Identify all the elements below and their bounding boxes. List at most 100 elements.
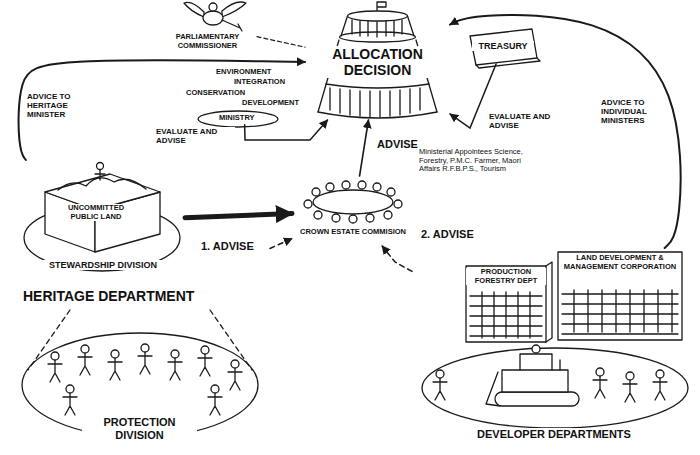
ministry-diagram: ENVIRONMENTINTEGRATIONCONSERVATIONDEVELO… [185, 68, 303, 125]
bulldozer-body [502, 370, 568, 392]
division-circle [422, 348, 688, 428]
commission-members [304, 181, 402, 223]
member-head [387, 188, 395, 196]
node-label: Ministerial Appointees Science, Forestry… [418, 148, 530, 174]
building-ring [326, 84, 429, 88]
person-head [81, 345, 89, 353]
building-columns [352, 20, 402, 37]
people-heads [51, 344, 239, 393]
person-head [436, 370, 444, 378]
driver-head [532, 345, 540, 353]
office-building: PRODUCTION FORESTRY DEPT [462, 262, 550, 342]
bulldozer-cab [520, 354, 560, 370]
member-head [358, 181, 366, 189]
member-head [312, 188, 320, 196]
beehive-building [318, 2, 437, 118]
node-label: INTEGRATION [233, 78, 286, 87]
person-head [211, 385, 219, 393]
node-label: CONSERVATION [185, 89, 246, 98]
member-head [332, 214, 340, 222]
angel-figure [184, 2, 246, 31]
member-head [326, 183, 334, 191]
connector-arrow [450, 15, 681, 248]
edge-label: ADVISE [376, 138, 419, 151]
building-windows [562, 290, 678, 334]
connector-arrow [185, 213, 292, 217]
connector-arrow [19, 60, 305, 160]
department-region: DEVELOPER DEPARTMENTS PRODUCTION FORESTRY… [412, 248, 696, 452]
node-label: DEVELOPMENT [241, 99, 300, 108]
member-head [373, 183, 381, 191]
node-label: TREASURY [472, 41, 534, 51]
edge-label: ADVICE TO HERITAGE MINISTER [26, 92, 96, 120]
node-label: ALLOCATION DECISION [323, 46, 433, 78]
office-building: LAND DEVELOPMENT & MANAGEMENT CORPORATIO… [554, 248, 686, 340]
person-head [66, 385, 74, 393]
bulldozer-blade [486, 372, 500, 406]
commissioner-figure: PARLIAMENTARY COMMISSIONER [160, 0, 257, 52]
connector-arrow [257, 37, 305, 47]
person-head [171, 350, 179, 358]
building-roof [348, 11, 408, 21]
member-head [349, 215, 357, 223]
node-label: UNCOMMITTED PUBLIC LAND [60, 204, 132, 221]
bulldozer-track [495, 392, 579, 406]
treasury-papers: TREASURY [468, 30, 538, 64]
ministry-ellipse [198, 111, 278, 127]
member-head [366, 214, 374, 222]
person-head [596, 368, 604, 376]
building-wall [318, 40, 437, 112]
person-head [141, 344, 149, 352]
node-label: PARLIAMENTARY COMMISSIONER [160, 33, 255, 50]
member-head [304, 200, 312, 208]
building-ring [340, 32, 416, 42]
paper-sheet [470, 29, 537, 65]
connector-arrow [270, 239, 292, 249]
node-label: HERITAGE DEPARTMENT [22, 288, 242, 304]
edge-label: EVALUATE AND ADVISE [488, 112, 560, 130]
building-columns [330, 88, 420, 117]
member-head [384, 211, 392, 219]
node-label: DEVELOPER DEPARTMENTS [464, 428, 644, 441]
person-head [51, 352, 59, 360]
member-head [314, 211, 322, 219]
building-base [318, 112, 437, 118]
node-label: PRODUCTION FORESTRY DEPT [466, 268, 546, 285]
person-head [201, 346, 209, 354]
stewardship-land [24, 163, 180, 272]
connector-arrow [360, 120, 369, 176]
connector-arrow [245, 120, 328, 140]
commission-table: CROWN ESTATE COMMISIONMinisterial Appoin… [292, 176, 416, 246]
table-top [313, 190, 393, 214]
department-region: HERITAGE DEPARTMENT UNCOMMITTED PUBLIC LA… [12, 160, 270, 452]
person-head [111, 350, 119, 358]
connector-arrow [382, 246, 412, 271]
edge-label: EVALUATE AND ADVISE [155, 127, 235, 145]
person-head [231, 360, 239, 368]
angel-wing [222, 2, 246, 17]
node-label: MINISTRY [218, 114, 256, 123]
people-figures [48, 352, 242, 415]
treasury-papers [470, 29, 540, 68]
node-label: CROWN ESTATE COMMISION [292, 228, 414, 237]
office-building [558, 252, 682, 340]
ranger-head [97, 163, 104, 170]
person-head [626, 372, 634, 380]
angel-body [203, 11, 223, 25]
connectors [19, 15, 681, 272]
member-head [394, 200, 402, 208]
division-circle: PROTECTION DIVISION [17, 320, 262, 450]
building-windows [470, 292, 542, 338]
edge-label: ADVICE TO INDIVIDUAL MINISTERS [600, 98, 666, 126]
land-hills [58, 178, 146, 190]
angel-trumpet [222, 20, 242, 31]
heritage-cone [28, 310, 252, 370]
member-head [342, 181, 350, 189]
beehive-building: ALLOCATION DECISION [305, 6, 450, 120]
commission-table [304, 181, 402, 223]
division-circle: UNCOMMITTED PUBLIC LANDSTEWARDSHIP DIVIS… [20, 164, 185, 278]
building-side [546, 262, 552, 342]
edge-label: 2. ADVISE [420, 228, 475, 241]
edge-label: 1. ADVISE [200, 240, 255, 253]
